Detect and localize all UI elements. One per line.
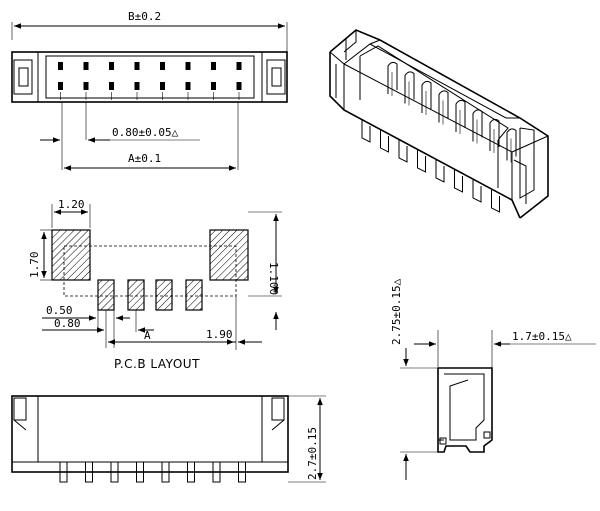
top-pin [160, 62, 165, 70]
top-pin [185, 82, 191, 90]
dim-pitch-label: 0.80±0.05△ [112, 126, 179, 139]
dim-pin-width: 0.50 [46, 304, 73, 317]
top-pin [236, 62, 242, 70]
iso-leg [361, 120, 371, 143]
dim-offset: 1.90 [206, 328, 233, 341]
top-pin [211, 82, 216, 90]
front-leg [136, 461, 144, 483]
iso-legs [361, 120, 500, 213]
side-view: 2.75±0.15△ 1.7±0.15△ [390, 278, 596, 480]
top-pin [134, 62, 140, 70]
front-leg [238, 461, 246, 483]
iso-contacts [387, 61, 517, 163]
iso-contact [472, 109, 483, 142]
top-pin [109, 82, 114, 90]
dim-pin-pitch: 0.80 [54, 317, 81, 330]
top-pin [160, 82, 165, 90]
iso-contact [489, 118, 500, 151]
dim-a-label: A±0.1 [128, 152, 161, 165]
front-leg [110, 461, 119, 483]
top-view: B±0.2 0.80±0.05△ A±0.1 [11, 10, 288, 171]
iso-leg [472, 180, 482, 203]
front-leg [59, 461, 68, 483]
pcb-layout-view: 1.20 1.70 1.100 0.50 0.80 [28, 198, 282, 371]
iso-leg [491, 190, 500, 213]
dim-pad-width: 1.20 [58, 198, 85, 211]
pcb-pad-left [51, 229, 91, 281]
top-pin [83, 62, 89, 70]
iso-leg [380, 130, 389, 153]
top-pin [236, 82, 242, 90]
top-pins [58, 62, 242, 100]
front-leg [187, 461, 195, 483]
isometric-view [329, 29, 549, 219]
top-pin [58, 82, 63, 90]
dim-a-pcb: A [144, 329, 151, 342]
top-pin [185, 62, 191, 70]
front-leg [212, 461, 221, 483]
iso-leg [435, 160, 445, 183]
front-legs [59, 461, 246, 483]
dim-side-height: 2.75±0.15△ [390, 278, 403, 345]
iso-contact [438, 90, 449, 123]
front-leg [85, 461, 93, 483]
top-pin [211, 62, 216, 70]
pcb-layout-caption: P.C.B LAYOUT [114, 357, 200, 371]
front-leg [161, 461, 170, 483]
iso-contact [455, 99, 466, 132]
pcb-pad-right [209, 229, 249, 281]
dim-front-height: 2.7±0.15 [306, 427, 319, 480]
dim-pad-height: 1.70 [28, 252, 41, 279]
top-pin [134, 82, 140, 90]
top-pin [83, 82, 89, 90]
dim-b-label: B±0.2 [128, 10, 161, 23]
iso-contact [387, 61, 398, 94]
iso-contact [506, 128, 517, 161]
top-pin [109, 62, 114, 70]
top-pin [58, 62, 63, 70]
iso-leg [417, 150, 426, 173]
front-view: 2.7±0.15 [11, 395, 326, 483]
iso-leg [398, 140, 408, 163]
iso-leg [454, 170, 463, 193]
iso-contact [404, 71, 415, 104]
dim-overall-height: 1.100 [267, 262, 280, 295]
dim-side-depth: 1.7±0.15△ [512, 330, 572, 343]
iso-contact [421, 80, 432, 113]
